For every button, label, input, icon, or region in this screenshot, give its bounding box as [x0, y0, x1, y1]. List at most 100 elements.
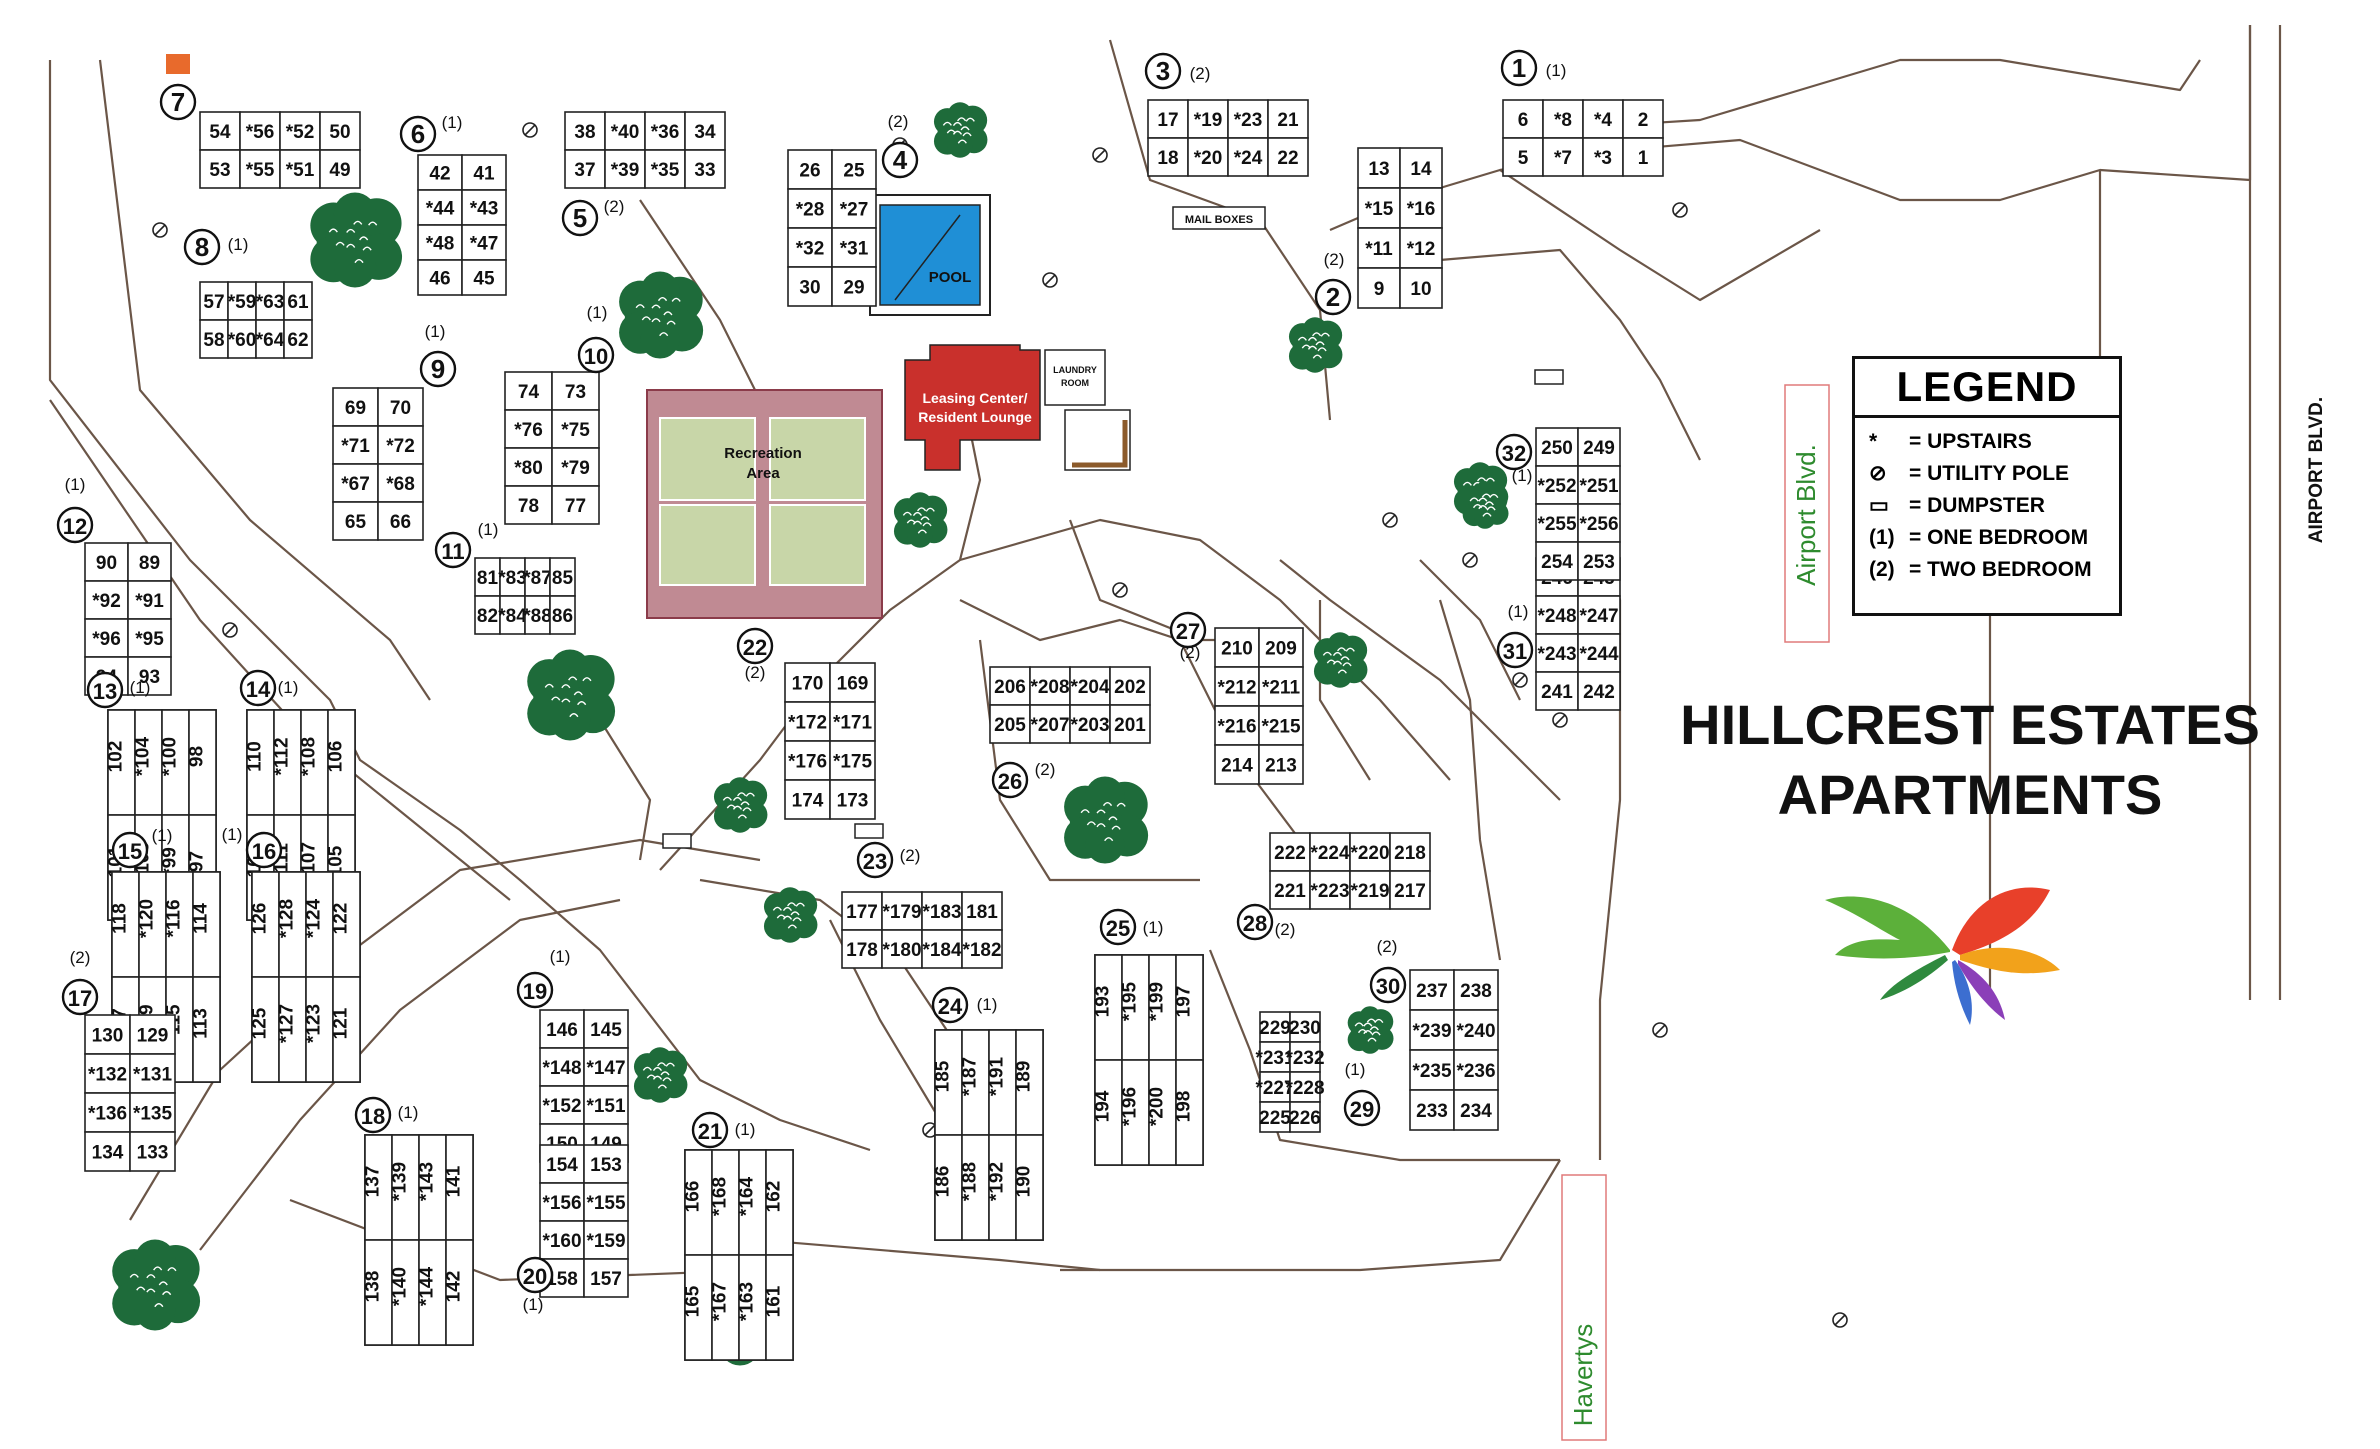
- unit-number: *83: [498, 568, 527, 589]
- unit-number: 82: [477, 606, 498, 627]
- dumpster-icon: [1534, 369, 1564, 385]
- laundry-label-line1: LAUNDRY: [1053, 365, 1097, 375]
- unit-number: *251: [1579, 476, 1619, 497]
- tree-icon: [527, 649, 616, 741]
- unit-number: 233: [1416, 1101, 1448, 1122]
- unit-number: 146: [546, 1020, 578, 1041]
- building-number-badge: 24: [931, 986, 969, 1024]
- unit-number: 49: [329, 160, 350, 181]
- dumpster-icon: [1064, 409, 1131, 471]
- driveway-line: [1279, 559, 1561, 801]
- unit-number: 113: [191, 1008, 212, 1039]
- unit-cell: [551, 485, 600, 525]
- unit-cell: [283, 319, 313, 359]
- unit-number: 89: [139, 553, 160, 574]
- unit-number: 178: [846, 940, 878, 961]
- unit-number: *19: [1194, 110, 1223, 131]
- unit-number: 205: [994, 715, 1026, 736]
- unit-number: *123: [304, 1004, 325, 1043]
- unit-number: *47: [470, 234, 499, 255]
- unit-number: *171: [833, 713, 873, 734]
- building-number-badge: 19: [516, 971, 554, 1009]
- unit-number: *252: [1537, 476, 1576, 497]
- unit-cell: [1269, 832, 1311, 872]
- unit-number: 102: [106, 741, 127, 773]
- tree-icon: [310, 192, 403, 288]
- unit-number: 141: [444, 1165, 465, 1197]
- bedroom-count: (1): [587, 303, 608, 322]
- tree-icon: [619, 271, 704, 359]
- unit-number: 249: [1583, 438, 1615, 459]
- building-number: 32: [1502, 441, 1526, 466]
- unit-cell: [279, 149, 321, 189]
- utility-pole-icon: [1112, 582, 1128, 598]
- building-number-badge: 29: [1343, 1089, 1381, 1127]
- driveway-line: [1318, 600, 1371, 781]
- unit-number: 10: [1410, 279, 1431, 300]
- building-number: 1: [1512, 53, 1526, 83]
- unit-number: 201: [1114, 715, 1146, 736]
- unit-cell: [1258, 705, 1304, 746]
- unit-cell: [504, 447, 553, 487]
- unit-number: *40: [611, 122, 640, 143]
- utility-pole-icon: [1092, 147, 1108, 163]
- building-number-badge: 16: [245, 831, 283, 869]
- legend-row-dumpster: ▭= DUMPSTER: [1855, 490, 2119, 522]
- unit-number: 61: [287, 292, 309, 313]
- unit-number: 166: [683, 1181, 704, 1213]
- unit-cell: [1214, 666, 1260, 707]
- unit-number: 26: [799, 161, 820, 182]
- unit-cell: [1577, 671, 1621, 711]
- building-number: 3: [1156, 56, 1170, 86]
- unit-cell: [504, 485, 553, 525]
- building-number: 11: [441, 539, 464, 564]
- unit-number: *96: [92, 629, 121, 650]
- utility-pole-icon: [1832, 1312, 1848, 1328]
- unit-cell: [1259, 1101, 1291, 1133]
- unit-number: 133: [137, 1143, 169, 1164]
- unit-number: 81: [477, 568, 499, 589]
- unit-number: 225: [1259, 1108, 1291, 1129]
- unit-cell: [988, 1134, 1017, 1241]
- building-number-badge: 10: [577, 336, 615, 374]
- property-title-line1: HILLCREST ESTATES: [1680, 693, 2260, 756]
- unit-number: 241: [1541, 682, 1573, 703]
- building-number: 15: [118, 839, 142, 864]
- building-number: 26: [998, 769, 1022, 794]
- unit-number: *196: [1120, 1087, 1141, 1126]
- bedroom-count: (1): [228, 235, 249, 254]
- unit-cell: [1175, 954, 1204, 1061]
- unit-number: *35: [651, 160, 680, 181]
- unit-number: *184: [922, 940, 962, 961]
- logo-butterfly-icon: [1825, 887, 2060, 1025]
- building-number: 21: [698, 1119, 722, 1144]
- unit-cell: [583, 1220, 629, 1260]
- bedroom-count: (1): [1546, 61, 1567, 80]
- unit-number: *143: [417, 1162, 438, 1201]
- unit-cell: [283, 281, 313, 321]
- unit-number: *112: [272, 737, 293, 775]
- legend-row-utility-pole: ⊘= UTILITY POLE: [1855, 458, 2119, 490]
- unit-number: *15: [1365, 199, 1394, 220]
- unit-cell: [364, 1239, 393, 1346]
- pool-label: POOL: [929, 269, 972, 286]
- unit-number: 6: [1518, 110, 1529, 131]
- unit-number: *36: [651, 122, 680, 143]
- unit-cell: [129, 1092, 176, 1133]
- unit-number: *208: [1030, 677, 1069, 698]
- unit-number: 254: [1541, 552, 1573, 573]
- unit-number: 93: [139, 667, 160, 688]
- unit-number: *79: [561, 458, 590, 479]
- building-number-badge: 32: [1495, 433, 1533, 471]
- unit-number: 33: [694, 160, 715, 181]
- building-number-badge: 14: [239, 669, 277, 707]
- building-number: 9: [431, 354, 445, 384]
- unit-cell: [138, 871, 167, 978]
- building-number: 28: [1243, 911, 1267, 936]
- unit-number: 197: [1174, 986, 1195, 1018]
- unit-number: 181: [966, 902, 998, 923]
